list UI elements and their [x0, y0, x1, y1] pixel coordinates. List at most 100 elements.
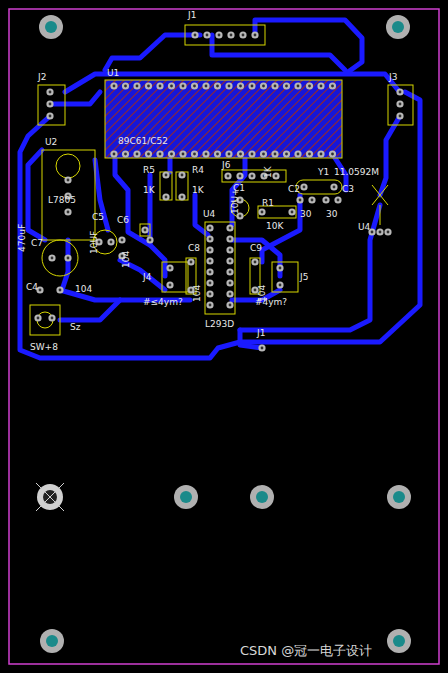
pad	[206, 290, 213, 297]
silkscreen-label: R4	[192, 166, 204, 175]
pad	[330, 183, 337, 190]
silkscreen-label: J1	[257, 329, 265, 338]
pad	[206, 246, 213, 253]
pad	[248, 82, 255, 89]
pad	[133, 82, 140, 89]
silkscreen-label: 104	[122, 251, 131, 268]
pad	[48, 314, 55, 321]
pad	[187, 258, 194, 265]
pad	[203, 31, 210, 38]
pad	[206, 235, 213, 242]
silkscreen-label: 11.0592M	[334, 168, 379, 177]
pad	[317, 82, 324, 89]
pad	[396, 112, 403, 119]
pad	[214, 150, 221, 157]
pad	[237, 150, 244, 157]
pad	[276, 264, 283, 271]
pad	[251, 31, 258, 38]
silkscreen-label: U4	[203, 210, 215, 219]
pad	[258, 208, 265, 215]
pad	[202, 82, 209, 89]
silkscreen-label: U2	[45, 138, 57, 147]
pad	[226, 301, 233, 308]
pad	[206, 257, 213, 264]
component-outline	[176, 172, 188, 200]
pad	[156, 150, 163, 157]
pad	[260, 150, 267, 157]
pad	[236, 172, 243, 179]
mounting-hole	[387, 629, 411, 653]
silkscreen-label: R5	[143, 166, 155, 175]
trace	[105, 35, 200, 70]
component-outline	[388, 85, 413, 125]
silkscreen-label: J5	[300, 273, 308, 282]
pad	[46, 100, 53, 107]
pad	[276, 281, 283, 288]
component-outline	[30, 305, 60, 335]
pad	[206, 224, 213, 231]
silkscreen-label: J2	[38, 73, 46, 82]
silkscreen-label: 89C61/C52	[118, 137, 168, 146]
pad	[258, 344, 265, 351]
trace	[20, 92, 420, 358]
pad	[46, 112, 53, 119]
pad	[107, 238, 114, 245]
silkscreen-label: C6	[117, 216, 129, 225]
pad	[226, 224, 233, 231]
silkscreen-label: 10U+	[231, 188, 240, 214]
pad	[283, 82, 290, 89]
pad	[306, 82, 313, 89]
pad	[141, 226, 148, 233]
silkscreen-label: 30	[326, 210, 337, 219]
pad	[206, 268, 213, 275]
pad	[56, 286, 63, 293]
pad	[251, 258, 258, 265]
watermark: CSDN @冠一电子设计	[240, 644, 372, 657]
silkscreen-label: U4	[358, 223, 370, 232]
silkscreen-label: C2	[288, 185, 300, 194]
silkscreen-label: L7805	[48, 196, 76, 205]
trace	[255, 20, 362, 72]
pad	[296, 196, 303, 203]
silkscreen-label: C9	[250, 244, 262, 253]
pad	[34, 314, 41, 321]
trace	[60, 300, 120, 320]
silkscreen-label: C5	[92, 213, 104, 222]
pad	[215, 31, 222, 38]
pad	[191, 31, 198, 38]
silkscreen-label: 1K	[264, 166, 273, 178]
trace	[240, 205, 380, 330]
silkscreen	[30, 25, 413, 335]
silkscreen-label: R1	[262, 199, 274, 208]
component-outline	[140, 224, 150, 236]
silkscreen-label: J3	[389, 73, 397, 82]
pad	[48, 254, 55, 261]
pad	[179, 150, 186, 157]
trace	[262, 195, 300, 262]
component-outline	[160, 172, 172, 200]
pad	[162, 171, 169, 178]
component-outline	[38, 85, 65, 125]
pad	[110, 82, 117, 89]
mounting-hole	[36, 483, 64, 511]
mounting-hole	[250, 485, 274, 509]
pad	[237, 82, 244, 89]
component-outline	[272, 262, 298, 292]
pad	[239, 31, 246, 38]
pad	[396, 88, 403, 95]
pad	[178, 193, 185, 200]
crystal-outline	[296, 180, 342, 194]
silkscreen-label: 10K	[266, 222, 283, 231]
pad	[226, 257, 233, 264]
pad	[110, 150, 117, 157]
silkscreen-label: 10UF	[90, 231, 99, 254]
component-outline	[185, 25, 265, 45]
silkscreen-label: C3	[342, 185, 354, 194]
pad	[294, 150, 301, 157]
silkscreen-label: J6	[222, 161, 230, 170]
pad	[226, 246, 233, 253]
pad	[224, 172, 231, 179]
pad	[122, 150, 129, 157]
board-outline	[9, 9, 439, 664]
